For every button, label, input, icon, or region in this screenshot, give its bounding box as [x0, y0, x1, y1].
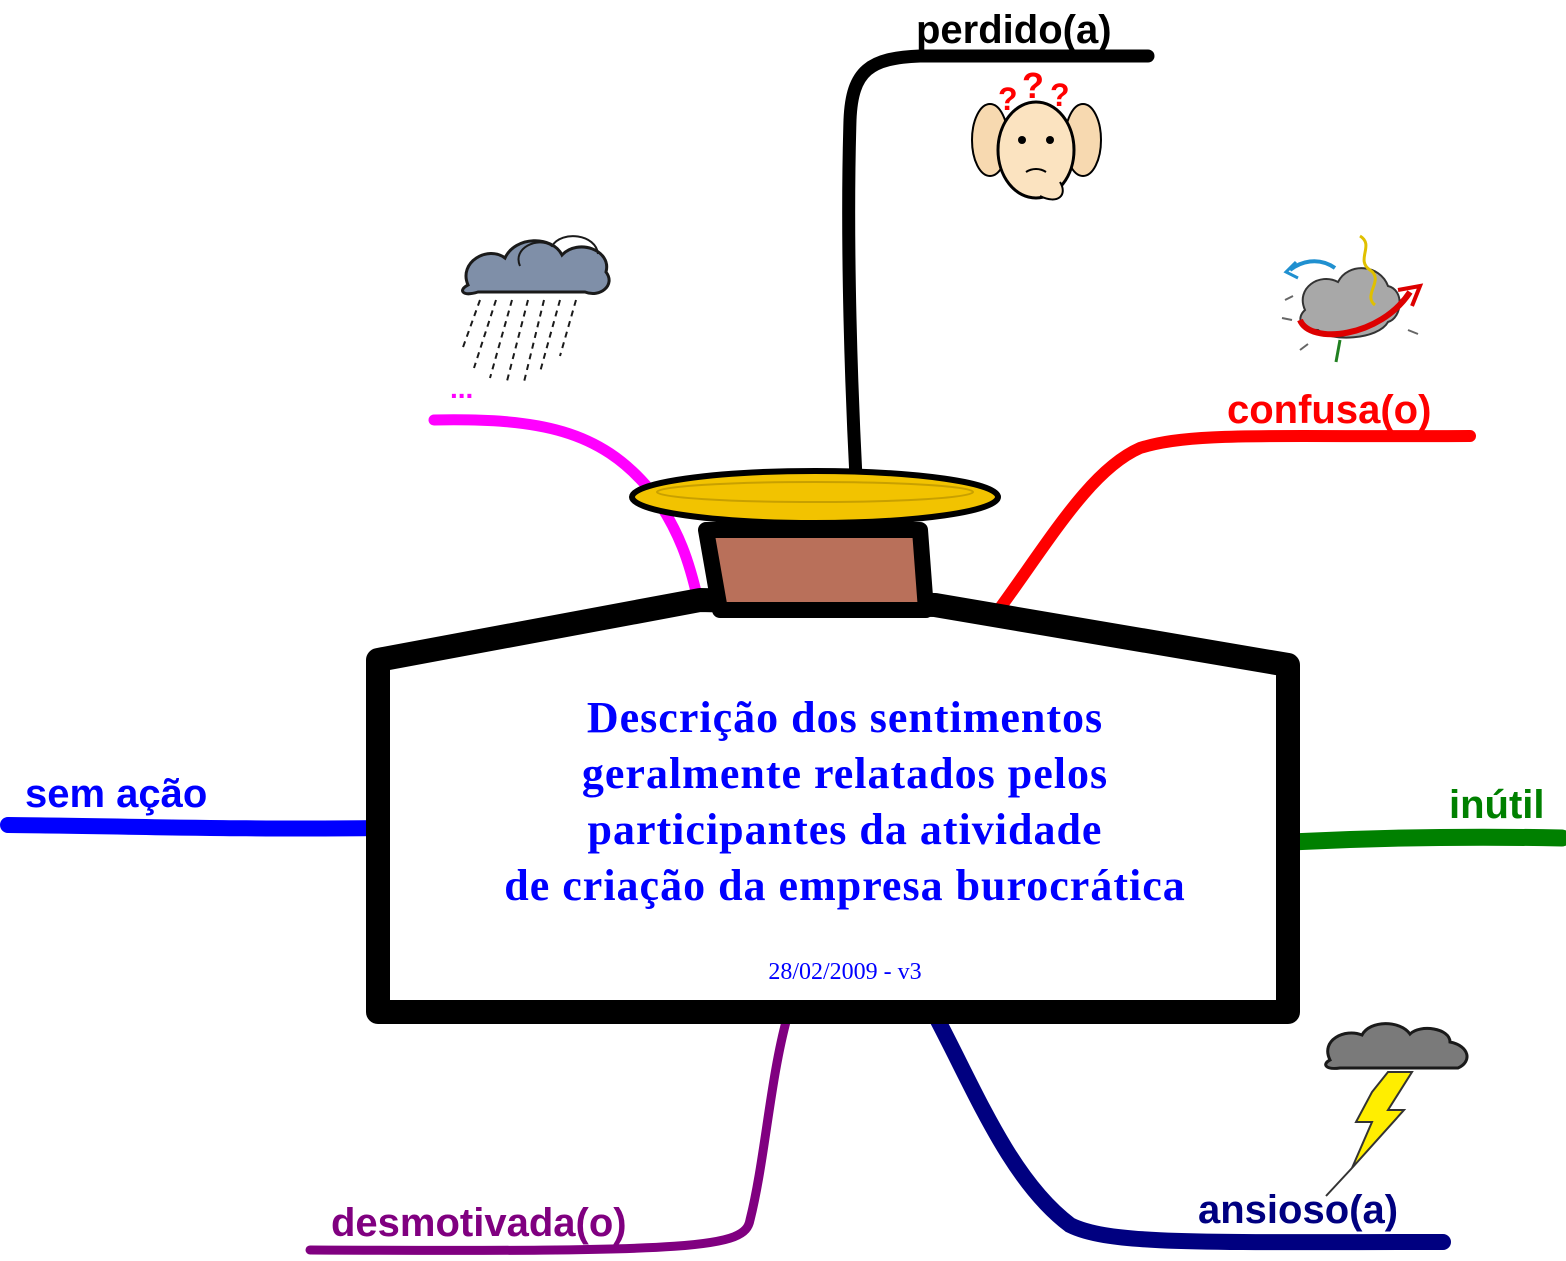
branch-label-desmotivada[interactable]: desmotivada(o) [331, 1201, 627, 1245]
ink-bottle [366, 468, 1300, 1024]
branch-line-perdido [842, 49, 1155, 485]
central-topic-line: participantes da atividade [587, 805, 1103, 854]
svg-text:?: ? [1050, 77, 1070, 113]
branch-line-desmotivada [305, 1013, 792, 1255]
branch-line-inutil [1281, 828, 1566, 851]
bottle-cap-rim [656, 481, 974, 503]
central-topic-line: geralmente relatados pelos [581, 749, 1109, 798]
branch-label-perdido[interactable]: perdido(a) [916, 8, 1112, 52]
branch-line-ellipsis [428, 414, 704, 606]
central-topic-line: de criação da empresa burocrática [504, 861, 1186, 910]
branch-line-confusa [989, 430, 1476, 621]
svg-text:?: ? [1022, 65, 1044, 106]
branch-label-sem-acao[interactable]: sem ação [25, 772, 208, 816]
confusion-swirl-icon [1281, 234, 1424, 363]
central-topic-line: Descrição dos sentimentos [586, 693, 1104, 742]
storm-lightning-icon [1324, 1022, 1469, 1197]
branch-line-sem-acao [0, 817, 388, 837]
branch-label-ellipsis[interactable]: ... [450, 373, 474, 404]
branch-label-confusa[interactable]: confusa(o) [1227, 388, 1432, 432]
branch-label-inutil[interactable]: inútil [1449, 783, 1545, 827]
confused-thinker-icon: ? ? ? [971, 65, 1102, 201]
branch-label-ansioso[interactable]: ansioso(a) [1198, 1188, 1399, 1232]
svg-text:?: ? [998, 81, 1018, 117]
branch-line-ansioso [927, 1007, 1451, 1251]
central-topic-title[interactable]: Descrição dos sentimentos geralmente rel… [405, 690, 1285, 914]
bottle-neck [698, 522, 934, 618]
version-label: 28/02/2009 - v3 [768, 959, 922, 985]
bottle-body [366, 588, 1300, 1024]
rain-cloud-icon [461, 235, 611, 386]
